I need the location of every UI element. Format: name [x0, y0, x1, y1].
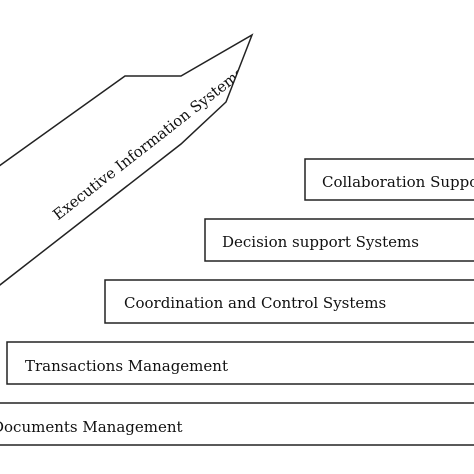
layer-label-decision-support: Decision support Systems	[222, 233, 419, 251]
layer-box-decision-support	[204, 218, 474, 262]
layer-box-collaboration	[304, 158, 474, 201]
layer-label-documents: Documents Management	[0, 418, 183, 436]
layer-label-transactions: Transactions Management	[25, 357, 228, 375]
layer-label-coordination-control: Coordination and Control Systems	[124, 294, 386, 312]
layer-box-coordination-control	[104, 279, 474, 324]
layer-box-transactions	[6, 341, 474, 385]
layer-box-documents	[0, 402, 474, 446]
executive-arrow-shape	[0, 33, 254, 286]
layer-label-collaboration: Collaboration Support Systems	[322, 173, 474, 191]
